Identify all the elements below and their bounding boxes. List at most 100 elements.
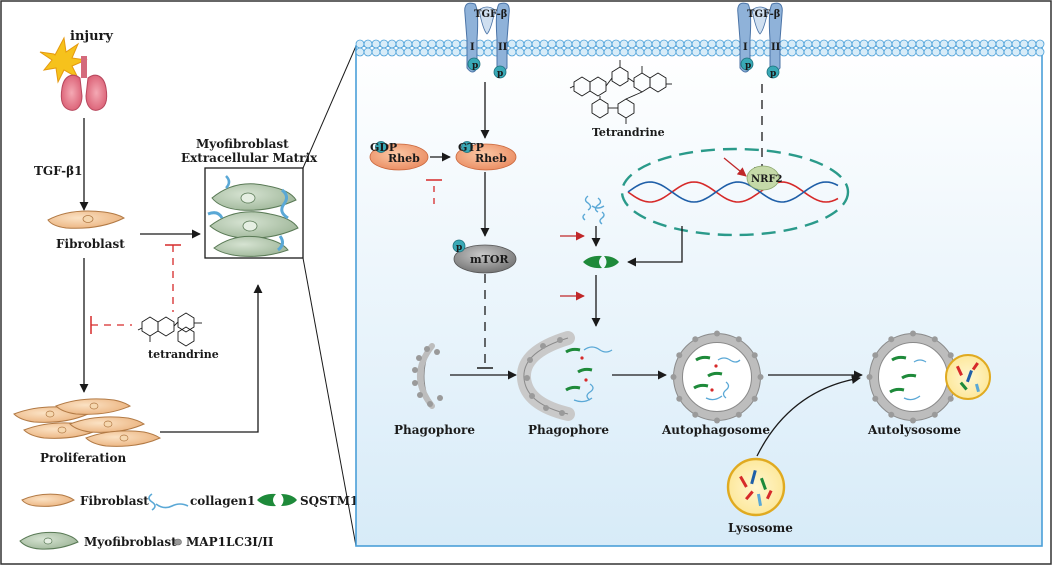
membrane-bead — [795, 47, 805, 57]
membrane-bead — [819, 39, 829, 49]
membrane-bead — [643, 47, 653, 57]
gdp-rheb — [369, 141, 429, 171]
membrane-bead — [851, 47, 861, 57]
tetrandrine-structure-large — [569, 60, 672, 124]
injury-burst-icon — [39, 36, 88, 84]
membrane-bead — [483, 47, 493, 57]
myofibroblast-cells-icon — [207, 175, 299, 257]
collagen-cluster-icon — [582, 195, 605, 225]
membrane-bead — [835, 47, 845, 57]
membrane-bead — [627, 39, 637, 49]
map1lc3-dot — [888, 411, 895, 418]
membrane-bead — [435, 47, 445, 57]
membrane-bead — [859, 47, 869, 57]
membrane-bead — [595, 39, 605, 49]
membrane-bead — [563, 39, 573, 49]
membrane-bead — [859, 39, 869, 49]
legend-sqstm1-icon — [257, 493, 297, 507]
membrane-bead — [627, 47, 637, 57]
membrane-bead — [899, 47, 909, 57]
tetrandrine-label-cell: Tetrandrine — [592, 126, 665, 139]
membrane-bead — [395, 47, 405, 57]
phagophore-label-1: Phagophore — [394, 423, 475, 437]
membrane-bead — [515, 39, 525, 49]
membrane-bead — [1011, 39, 1021, 49]
membrane-bead — [1035, 39, 1045, 49]
membrane-bead — [379, 47, 389, 57]
gtp-rheb — [455, 141, 517, 171]
map1lc3-dot — [910, 330, 916, 337]
membrane-bead — [619, 39, 629, 49]
membrane-bead — [579, 47, 589, 57]
membrane-bead — [715, 39, 725, 49]
inhibit-fibroblast-proliferation — [90, 316, 132, 334]
membrane-bead — [427, 47, 437, 57]
zoom-line-top — [302, 45, 357, 169]
membrane-bead — [955, 47, 965, 57]
membrane-bead — [891, 39, 901, 49]
zoom-line-bottom — [302, 257, 357, 547]
membrane-bead — [403, 47, 413, 57]
map1lc3-dot — [714, 417, 720, 424]
receptor-right-p2: p — [770, 69, 776, 79]
legend-myofibroblast-icon — [19, 531, 79, 550]
membrane-bead — [723, 39, 733, 49]
membrane-bead — [875, 47, 885, 57]
membrane-bead — [931, 39, 941, 49]
map1lc3-dot — [866, 374, 873, 380]
legend-fibroblast-icon — [21, 493, 75, 507]
membrane-bead — [371, 47, 381, 57]
membrane-bead — [979, 47, 989, 57]
membrane-bead — [443, 39, 453, 49]
arrow-nrf2-to-sqstm1 — [627, 226, 683, 267]
map1lc3-dot — [735, 411, 742, 418]
gdp-label: GDP — [370, 141, 397, 154]
map1lc3-dot — [757, 374, 764, 380]
legend-map1lc3-label: MAP1LC3I/II — [186, 535, 274, 549]
membrane-bead — [635, 39, 645, 49]
mtor-phospho: p — [456, 243, 462, 253]
map1lc3-dot — [692, 336, 699, 343]
membrane-bead — [555, 39, 565, 49]
membrane-bead — [1027, 47, 1037, 57]
membrane-bead — [507, 47, 517, 57]
legend-myofibroblast-label: Myofibroblast — [84, 535, 177, 549]
map1lc3-dot — [872, 352, 879, 359]
membrane-bead — [899, 39, 909, 49]
membrane-bead — [451, 47, 461, 57]
membrane-bead — [563, 47, 573, 57]
membrane-bead — [963, 47, 973, 57]
membrane-bead — [787, 47, 797, 57]
phagophore-expanding — [516, 331, 613, 421]
membrane-bead — [723, 47, 733, 57]
membrane-bead — [1019, 39, 1029, 49]
receptor-right-ligand-label: TGF-β — [747, 9, 781, 20]
membrane-bead — [987, 47, 997, 57]
membrane-bead — [731, 39, 741, 49]
membrane-bead — [1027, 39, 1037, 49]
membrane-bead — [651, 39, 661, 49]
gtp-label: GTP — [458, 141, 484, 154]
membrane-bead — [891, 47, 901, 57]
tetrandrine-structure-small — [137, 312, 202, 347]
legend-collagen-icon — [148, 493, 189, 511]
receptor-right-ii-label: II — [771, 42, 781, 53]
lungs-icon — [60, 56, 108, 111]
membrane-bead — [939, 47, 949, 57]
membrane-bead — [995, 39, 1005, 49]
membrane-bead — [371, 39, 381, 49]
map1lc3-dot — [931, 336, 938, 343]
membrane-bead — [787, 39, 797, 49]
membrane-bead — [675, 47, 685, 57]
membrane-bead — [883, 39, 893, 49]
membrane-bead — [907, 39, 917, 49]
membrane-bead — [603, 47, 613, 57]
fibroblast-label: Fibroblast — [56, 237, 125, 251]
membrane-bead — [915, 39, 925, 49]
membrane-bead — [523, 39, 533, 49]
gdp-rheb-label: Rheb — [388, 152, 420, 165]
membrane-bead — [843, 39, 853, 49]
legend: Fibroblast collagen1 SQSTM1 Myofibroblas… — [19, 493, 358, 550]
